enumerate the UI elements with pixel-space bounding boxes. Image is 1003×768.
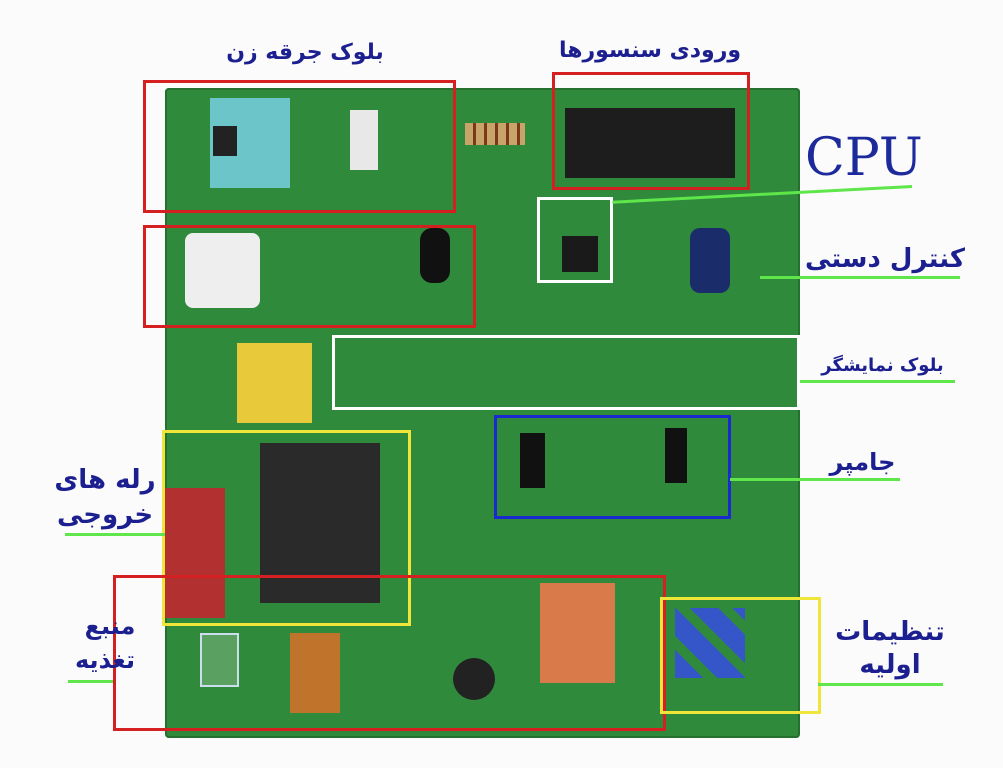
- output-relays-label-2: خروجی: [56, 500, 154, 530]
- igniter-block-box: [143, 80, 456, 213]
- potentiometer-knob: [185, 233, 260, 308]
- cpu-box: [537, 197, 613, 283]
- display-block-label: بلوک نمایشگر: [821, 355, 944, 376]
- initial-settings-box: [660, 597, 821, 714]
- power-coil: [290, 633, 340, 713]
- display-block-box: [332, 335, 800, 410]
- manual-knob-2: [690, 228, 730, 293]
- initial-settings-label-2: اولیه: [859, 650, 921, 680]
- jumpers-2: [665, 428, 687, 483]
- power-connector: [200, 633, 239, 687]
- jumper-underline: [730, 478, 900, 481]
- relay-white: [350, 110, 378, 170]
- sensor-connectors: [565, 108, 735, 178]
- initial-settings-underline: [818, 683, 943, 686]
- igniter-block-label: بلوک جرقه زن: [226, 40, 384, 65]
- power-supply-label-2: تغذیه: [75, 646, 135, 674]
- jumpers: [520, 433, 545, 488]
- manual-control-label: کنترل دستی: [805, 244, 965, 274]
- igniter-connector: [213, 126, 237, 156]
- sensor-inputs-label: ورودی سنسورها: [558, 38, 742, 63]
- power-supply-label-1: منبع: [84, 612, 136, 640]
- cpu-chip: [562, 236, 598, 272]
- manual-control-underline: [760, 276, 960, 279]
- manual-control-box: [143, 225, 476, 328]
- sensor-inputs-box: [552, 72, 750, 190]
- resistors: [465, 123, 525, 145]
- cpu-label: CPU: [805, 128, 923, 188]
- capacitor-yellow: [237, 343, 312, 423]
- transformer: [540, 583, 615, 683]
- electrolytic-cap: [453, 658, 495, 700]
- output-relays-label-1: رله های: [54, 465, 156, 495]
- output-relays-underline: [65, 533, 165, 536]
- power-supply-box: [113, 575, 666, 731]
- jumper-box: [494, 415, 731, 519]
- display-block-underline: [800, 380, 955, 383]
- initial-settings-label-1: تنظیمات: [835, 617, 945, 647]
- output-relays-box: [162, 430, 411, 626]
- red-relay: [165, 488, 225, 618]
- manual-knob: [420, 228, 450, 283]
- jumper-label: جامپر: [829, 448, 896, 476]
- power-supply-underline: [68, 680, 113, 683]
- trimmer-pots: [675, 608, 745, 678]
